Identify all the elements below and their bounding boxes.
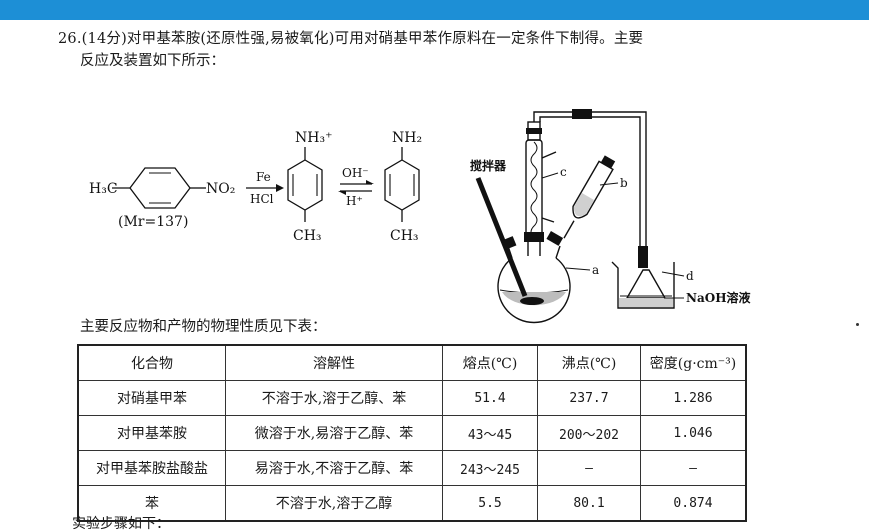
cell-compound: 对甲基苯胺盐酸盐	[77, 450, 226, 486]
cell-density: 1.046	[640, 415, 747, 451]
cell-density: 0.874	[640, 485, 747, 522]
label-a: a	[592, 263, 599, 277]
footer-text: 实验步骤如下：	[72, 516, 170, 532]
cell-solubility: 易溶于水,不溶于乙醇、苯	[225, 450, 443, 486]
cell-solubility: 不溶于水,溶于乙醇	[225, 485, 443, 522]
cell-density: —	[640, 450, 747, 486]
question-line-1: 26.(14分)对甲基苯胺(还原性强,易被氧化)可用对硝基甲苯作原料在一定条件下…	[58, 31, 644, 47]
cell-melting-point: 51.4	[442, 380, 538, 416]
label-c: c	[560, 165, 567, 179]
cell-density: 1.286	[640, 380, 747, 416]
product-top-group: NH₂	[392, 130, 422, 146]
label-d: d	[686, 269, 694, 283]
intermediate-bottom-group: CH₃	[293, 228, 322, 244]
arrow2-reagent-top: OH⁻	[342, 166, 369, 180]
cell-solubility: 微溶于水,易溶于乙醇、苯	[225, 415, 443, 451]
cell-compound: 苯	[77, 485, 226, 522]
table-row: 对甲基苯胺盐酸盐 易溶于水,不溶于乙醇、苯 243～245 — —	[77, 450, 747, 486]
beaker	[611, 261, 675, 309]
table-row: 对甲基苯胺 微溶于水,易溶于乙醇、苯 43～45 200～202 1.046	[77, 415, 747, 451]
reactant-methyl-label: H₃C	[89, 181, 118, 197]
cell-melting-point: 43～45	[442, 415, 538, 451]
physical-properties-table: 化合物 溶解性 熔点(℃) 沸点(℃) 密度(g·cm⁻³) 对硝基甲苯 不溶于…	[77, 344, 747, 522]
arrow1-reagent-top: Fe	[256, 170, 271, 184]
apparatus-drawing	[475, 109, 685, 324]
header-density: 密度(g·cm⁻³)	[640, 344, 747, 381]
cell-melting-point: 243～245	[442, 450, 538, 486]
product-bottom-group: CH₃	[390, 228, 419, 244]
table-title: 主要反应物和产物的物理性质见下表：	[80, 319, 327, 335]
top-bar	[0, 0, 869, 20]
label-b: b	[620, 176, 628, 190]
cell-solubility: 不溶于水,溶于乙醇、苯	[225, 380, 443, 416]
reaction-and-apparatus-figure: H₃C NO₂ (Mr=137) Fe HCl NH₃⁺ CH₃ OH⁻ H⁺ …	[89, 109, 751, 324]
reactant-nitro-label: NO₂	[206, 181, 235, 197]
cell-compound: 对甲基苯胺	[77, 415, 226, 451]
table-header-row: 化合物 溶解性 熔点(℃) 沸点(℃) 密度(g·cm⁻³)	[77, 344, 747, 381]
table-row: 对硝基甲苯 不溶于水,溶于乙醇、苯 51.4 237.7 1.286	[77, 380, 747, 416]
arrow2-reagent-bottom: H⁺	[346, 194, 363, 208]
three-neck-flask	[497, 257, 571, 324]
question-line-2: 反应及装置如下所示：	[80, 53, 225, 69]
cell-boiling-point: 237.7	[537, 380, 641, 416]
table-row: 苯 不溶于水,溶于乙醇 5.5 80.1 0.874	[77, 485, 747, 522]
arrow1-reagent-bottom: HCl	[250, 192, 274, 206]
molar-mass-label: (Mr=137)	[118, 214, 188, 230]
header-solubility: 溶解性	[225, 344, 443, 381]
naoh-solution-label: NaOH溶液	[686, 290, 751, 305]
header-boiling-point: 沸点(℃)	[537, 344, 641, 381]
header-melting-point: 熔点(℃)	[442, 344, 538, 381]
header-compound: 化合物	[77, 344, 226, 381]
cell-boiling-point: —	[537, 450, 641, 486]
dropping-funnel	[563, 155, 616, 239]
cell-compound: 对硝基甲苯	[77, 380, 226, 416]
cell-boiling-point: 80.1	[537, 485, 641, 522]
reactant-benzene-ring	[129, 167, 191, 209]
cell-melting-point: 5.5	[442, 485, 538, 522]
cell-boiling-point: 200～202	[537, 415, 641, 451]
intermediate-top-group: NH₃⁺	[295, 130, 332, 146]
stray-dot	[856, 323, 859, 326]
stirrer-label: 搅拌器	[470, 158, 507, 173]
stirrer-rod	[475, 177, 528, 297]
